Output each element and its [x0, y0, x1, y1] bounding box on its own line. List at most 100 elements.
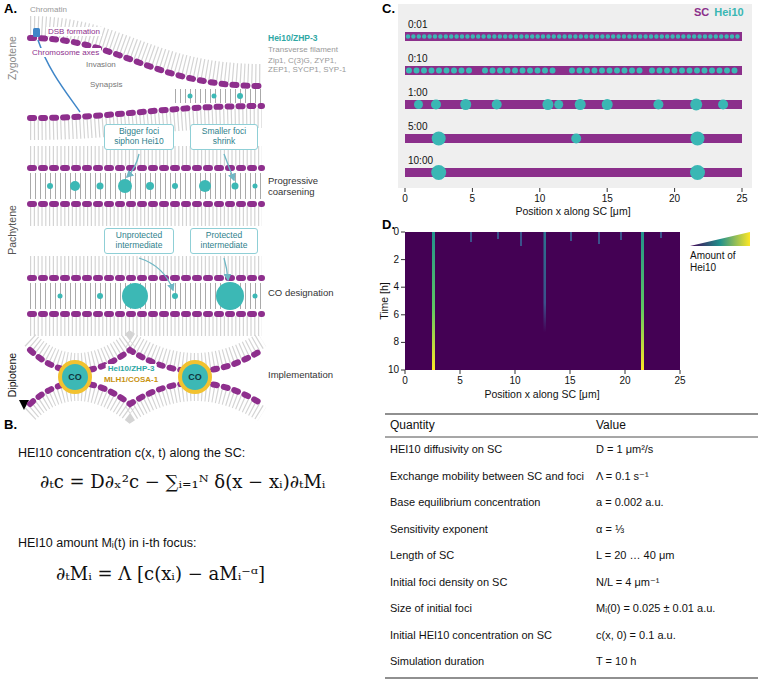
table-cell: Initial foci density on SC — [390, 576, 507, 589]
legend-swatch: Hei10 — [714, 6, 743, 18]
hei10-focus — [146, 182, 154, 190]
hei10-focus — [253, 184, 258, 189]
node-text: Smaller foci shrink — [194, 127, 254, 147]
hei10-focus — [58, 294, 63, 299]
hei10-focus — [172, 183, 178, 189]
simulation-snapshots — [398, 4, 752, 192]
step-label: CO designation — [268, 288, 358, 299]
leader-arrow — [127, 154, 234, 290]
table-cell: D = 1 μm²/s — [596, 443, 653, 456]
simulation-snapshots — [690, 165, 705, 180]
kymograph — [401, 287, 405, 288]
tick-label: 10 — [388, 364, 399, 376]
panel-letter: C. — [382, 2, 395, 17]
step-label: Progressive coarsening — [268, 176, 358, 198]
tick-label: 0 — [402, 375, 408, 387]
part-label: Transverse filament — [268, 45, 338, 54]
tick-label: 20 — [669, 193, 680, 205]
chromosome-axis — [30, 311, 262, 317]
crossover-circle: CO — [178, 360, 212, 394]
leader-arrow — [139, 258, 173, 290]
kymograph — [401, 232, 750, 374]
crossover-ring — [60, 362, 90, 392]
table-cell: c(x, 0) = 0.1 a.u. — [596, 629, 676, 642]
tick-label: 8 — [393, 336, 399, 348]
crossover-ring — [180, 362, 210, 392]
tick-label: 25 — [674, 375, 685, 387]
dsb-symbol — [33, 28, 40, 37]
simulation-snapshots — [405, 32, 742, 41]
simulation-snapshots — [460, 99, 471, 110]
hei10-focus — [70, 181, 80, 191]
tick-label: 5 — [457, 375, 463, 387]
hei10-focus — [199, 180, 211, 192]
simulation-snapshots — [405, 188, 406, 192]
kymograph — [680, 370, 681, 374]
kymograph — [660, 232, 662, 238]
simulation-snapshots — [554, 100, 563, 109]
simulation-snapshots — [602, 99, 613, 110]
stage-label: Zygotene — [6, 36, 18, 80]
chromosome-axis — [30, 201, 262, 207]
kymograph — [470, 232, 662, 246]
legend: SC Hei10 — [694, 6, 749, 18]
kymograph — [570, 370, 571, 374]
equation-caption: HEI10 amount Mᵢ(t) in i-th focus: — [18, 536, 196, 550]
time-label: 5:00 — [408, 121, 427, 133]
table-cell: HEI10 diffusivity on SC — [390, 443, 502, 456]
simulation-snapshots — [431, 100, 441, 110]
table-cell: Mᵢ(0) = 0.025 ± 0.01 a.u. — [596, 602, 715, 615]
chromosome-axis — [30, 38, 262, 404]
simulation-snapshots — [571, 134, 581, 144]
node-text: Bigger foci siphon Hei10 — [108, 127, 170, 147]
tick-label: 25 — [736, 193, 747, 205]
chromosome-axis — [30, 106, 262, 118]
table-cell: N/L = 4 μm⁻¹ — [596, 576, 659, 589]
stage-label: Pachytene — [6, 205, 18, 255]
panel-letter: D. — [382, 218, 395, 233]
simulation-snapshots — [405, 32, 742, 177]
simulation-snapshots — [607, 188, 608, 192]
simulation-snapshots — [414, 100, 423, 109]
callout-box: Protected intermediate — [190, 228, 258, 254]
kymograph — [598, 232, 600, 244]
kymograph — [470, 232, 472, 242]
simulation-snapshots — [472, 188, 473, 192]
table-cell: L = 20 … 40 μm — [596, 549, 674, 562]
simulation-snapshots — [542, 99, 553, 110]
tick-label: 20 — [619, 375, 630, 387]
stage-arrow — [23, 8, 25, 401]
hei10-focus — [118, 179, 132, 193]
legend-swatch: SC — [694, 6, 709, 18]
simulation-snapshots — [432, 132, 446, 146]
table-header: Quantity — [390, 419, 435, 433]
table-rule — [385, 413, 758, 414]
axis-title: Position x along SC [μm] — [484, 388, 599, 400]
panel-letter: B. — [4, 418, 17, 433]
hei10-focus — [232, 183, 239, 190]
kymograph — [401, 370, 405, 371]
simulation-snapshots — [572, 68, 640, 74]
kymograph — [401, 232, 680, 374]
hei10-focus — [97, 183, 104, 190]
kymograph — [497, 232, 499, 239]
equation: ∂ₜMᵢ = Λ [c(xᵢ) − aMᵢ⁻ᵅ] — [56, 564, 265, 585]
simulation-snapshots — [674, 188, 675, 192]
kymograph — [520, 232, 522, 246]
kymograph — [405, 232, 680, 370]
simulation-snapshots — [414, 99, 728, 181]
simulation-snapshots — [492, 100, 502, 110]
table-cell: Initial HEI10 concentration on SC — [390, 629, 552, 642]
table-cell: Sensitivity exponent — [390, 523, 488, 536]
callout-box: Bigger foci siphon Hei10 — [104, 124, 174, 150]
tick-label: 15 — [602, 193, 613, 205]
chromatin-loops — [30, 316, 262, 336]
hei10-focus — [253, 294, 258, 299]
tick-label: 0 — [393, 226, 399, 238]
tick-label: 5 — [470, 193, 476, 205]
dsb-symbol — [33, 28, 80, 112]
simulation-snapshots — [653, 100, 663, 110]
kymograph — [515, 370, 516, 374]
simulation-snapshots — [690, 99, 702, 111]
transverse-filament — [175, 89, 262, 103]
